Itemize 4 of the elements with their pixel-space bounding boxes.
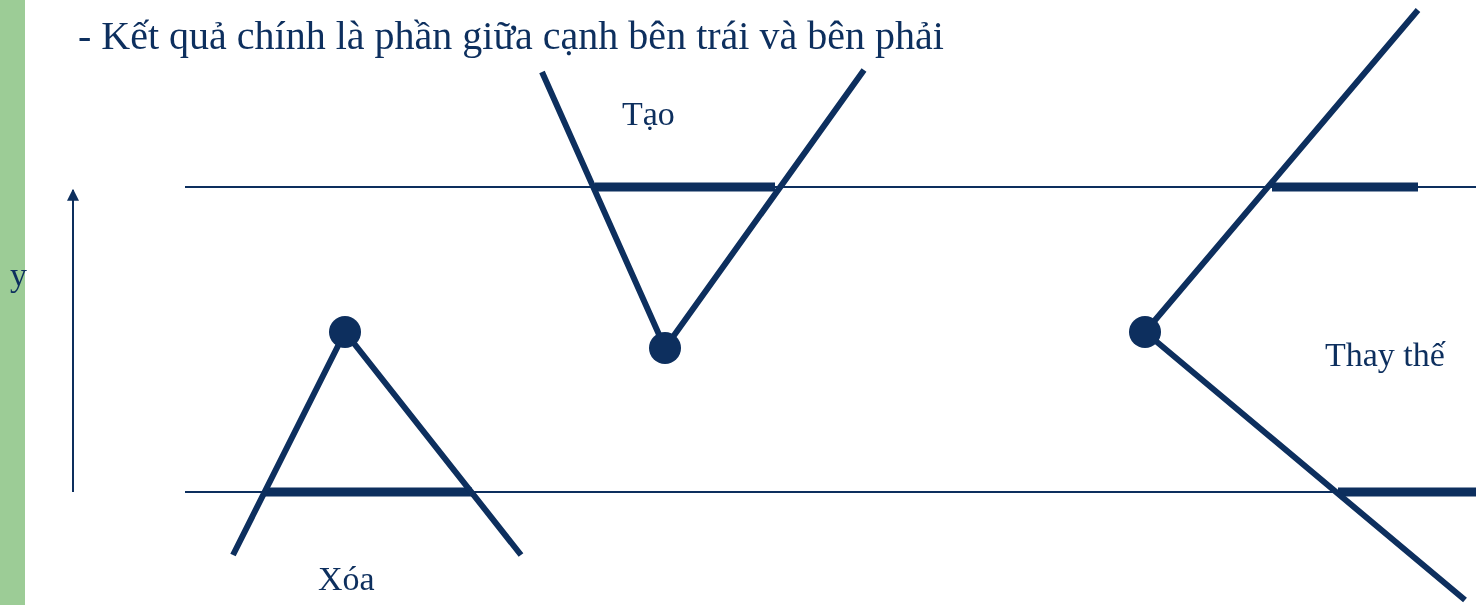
region-label: Xóa <box>318 562 375 596</box>
note-text: - Kết quả chính là phần giữa cạnh bên trái và bên phải <box>78 16 944 56</box>
region-label: Tạo <box>622 97 675 131</box>
region-label: Thay thế <box>1325 338 1445 372</box>
